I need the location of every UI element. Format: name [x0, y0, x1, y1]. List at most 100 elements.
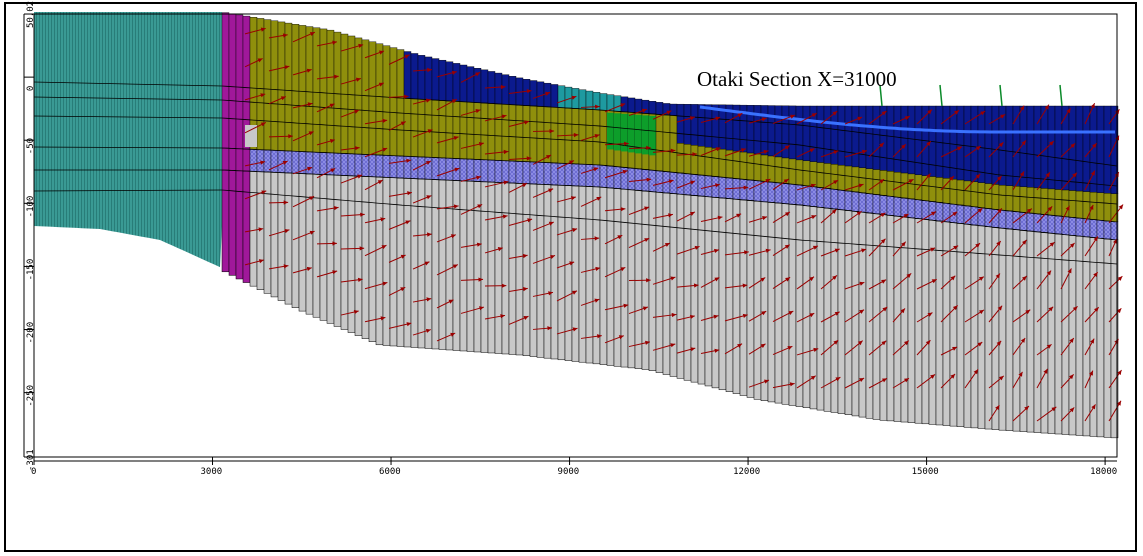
- flow-arrow-icon: [412, 160, 432, 171]
- grid-cell: [977, 105, 986, 183]
- grid-cell: [1096, 105, 1105, 193]
- grid-cell: [851, 166, 860, 193]
- grid-cell: [424, 56, 433, 100]
- flow-arrow-icon: [700, 183, 720, 189]
- flow-arrow-icon: [916, 211, 937, 224]
- flow-arrow-icon: [1084, 102, 1096, 125]
- grid-cell: [1012, 186, 1021, 212]
- flow-arrow-icon: [388, 286, 406, 296]
- flow-arrow-icon: [1084, 404, 1096, 422]
- flow-arrow-icon: [988, 340, 1002, 356]
- flow-arrow-icon: [484, 114, 507, 122]
- grid-cell: [1075, 217, 1084, 237]
- flow-arrow-icon: [1060, 268, 1072, 290]
- grid-cell: [718, 197, 727, 391]
- flow-arrow-icon: [820, 150, 839, 158]
- flow-arrow-icon: [916, 247, 936, 257]
- grid-cell: [648, 101, 657, 115]
- grid-cell: [935, 220, 944, 426]
- flow-arrow-icon: [412, 98, 431, 105]
- flow-arrow-icon: [1084, 236, 1099, 257]
- flow-arrow-icon: [988, 208, 1003, 224]
- flow-arrow-icon: [460, 71, 481, 83]
- grid-cell: [893, 171, 902, 198]
- grid-cell: [970, 181, 979, 208]
- flow-arrow-icon: [868, 212, 886, 224]
- flow-arrow-icon: [1036, 406, 1057, 422]
- flow-arrow-icon: [724, 213, 742, 223]
- grid-cell: [410, 53, 419, 100]
- grid-cell: [284, 172, 293, 305]
- grid-cell: [396, 155, 405, 179]
- flow-arrow-icon: [268, 33, 288, 39]
- grid-cell: [725, 198, 734, 392]
- flow-arrow-icon: [580, 134, 600, 141]
- flow-arrow-icon: [748, 248, 771, 256]
- grid-cell: [627, 189, 636, 369]
- flow-arrow-icon: [724, 343, 743, 355]
- flow-arrow-icon: [388, 54, 410, 65]
- flow-arrow-icon: [1012, 208, 1033, 224]
- grid-cell: [557, 85, 566, 108]
- grid-cell: [599, 165, 608, 188]
- flow-arrow-icon: [868, 110, 887, 125]
- flow-arrow-icon: [796, 312, 815, 323]
- grid-cell: [326, 29, 335, 154]
- grid-cell: [879, 170, 888, 196]
- flow-arrow-icon: [1084, 170, 1096, 191]
- flow-arrow-icon: [868, 178, 885, 191]
- flow-arrow-icon: [292, 195, 315, 208]
- flow-arrow-icon: [580, 104, 600, 109]
- grid-cell: [851, 191, 860, 212]
- flow-arrow-icon: [772, 144, 791, 158]
- grid-cell: [529, 161, 538, 185]
- flow-arrow-icon: [916, 109, 933, 125]
- layer-boundary: [221, 99, 1118, 187]
- flow-arrow-icon: [796, 112, 817, 125]
- grid-cell: [578, 164, 587, 187]
- flow-arrow-icon: [1060, 337, 1075, 356]
- grid-cell: [487, 159, 496, 183]
- flow-arrow-icon: [940, 275, 956, 290]
- grid-cell: [921, 219, 930, 425]
- flow-arrow-icon: [508, 287, 528, 292]
- flow-arrow-icon: [316, 103, 335, 113]
- grid-cell: [788, 158, 797, 185]
- flow-arrow-icon: [436, 234, 457, 243]
- x-tick-label: 3000: [201, 467, 223, 477]
- grid-cell: [382, 177, 391, 346]
- grid-cell: [795, 204, 804, 407]
- flow-arrow-icon: [244, 93, 266, 101]
- model-grid: [33, 12, 1119, 439]
- flow-arrow-icon: [676, 152, 698, 157]
- marker: [999, 84, 1003, 107]
- grid-cell: [249, 171, 258, 287]
- flow-arrow-icon: [244, 190, 267, 200]
- grid-cell: [1061, 105, 1070, 191]
- grid-cell: [459, 158, 468, 182]
- flow-arrow-icon: [388, 191, 412, 197]
- grid-cell: [893, 105, 902, 173]
- flow-arrow-icon: [628, 108, 648, 117]
- flow-arrow-icon: [964, 369, 979, 389]
- grid-cell: [368, 154, 377, 177]
- flow-arrow-icon: [604, 207, 626, 212]
- flow-arrow-icon: [412, 129, 433, 138]
- grid-cell: [690, 145, 699, 175]
- flow-arrow-icon: [820, 248, 840, 257]
- teal-block-base: [34, 226, 222, 268]
- flow-arrow-icon: [796, 375, 817, 389]
- grid-cell: [1012, 229, 1021, 432]
- grid-cell: [487, 103, 496, 161]
- flow-arrow-icon: [484, 314, 506, 320]
- grid-cell: [718, 177, 727, 199]
- flow-arrow-icon: [1036, 206, 1053, 224]
- layer-boundary: [33, 115, 223, 119]
- flow-arrow-icon: [316, 139, 335, 146]
- grid-cell: [991, 227, 1000, 430]
- grid-cell: [536, 184, 545, 358]
- flow-arrow-icon: [1036, 104, 1050, 125]
- grid-cell: [893, 196, 902, 217]
- flow-arrow-icon: [844, 309, 865, 323]
- grid-cell: [683, 104, 692, 145]
